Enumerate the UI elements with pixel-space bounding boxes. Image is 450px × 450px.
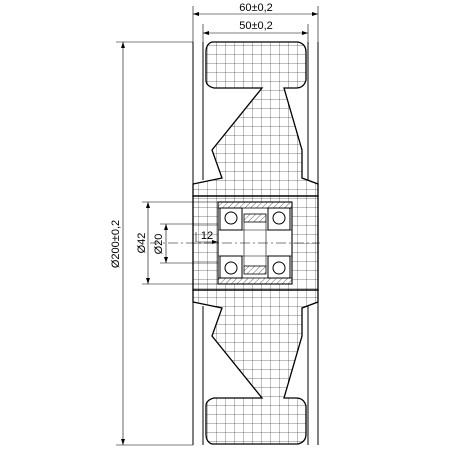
- dim-label-20: Ø20: [153, 234, 165, 255]
- upper-wheel-section: [192, 41, 319, 197]
- dim-label-12: 12: [201, 230, 213, 242]
- dim-label-60: 60±0,2: [239, 2, 273, 14]
- dim-tread-outer: 60±0,2: [192, 2, 319, 42]
- lower-wheel-section: [192, 289, 319, 445]
- bearing-ball: [224, 261, 238, 275]
- bearing-ball: [224, 211, 238, 225]
- dim-bore-diameter: Ø20: [153, 223, 218, 264]
- dim-label-200: Ø200±0,2: [110, 220, 122, 268]
- dim-bearing-width: 12: [195, 230, 218, 244]
- dim-label-42: Ø42: [136, 233, 148, 254]
- bearing-ball: [272, 211, 286, 225]
- dim-tread-inner: 50±0,2: [202, 20, 309, 42]
- dim-label-50: 50±0,2: [239, 20, 273, 32]
- dim-hub-diameter: Ø42: [136, 201, 218, 285]
- bearing-ball: [272, 261, 286, 275]
- dim-wheel-diameter: Ø200±0,2: [110, 41, 193, 446]
